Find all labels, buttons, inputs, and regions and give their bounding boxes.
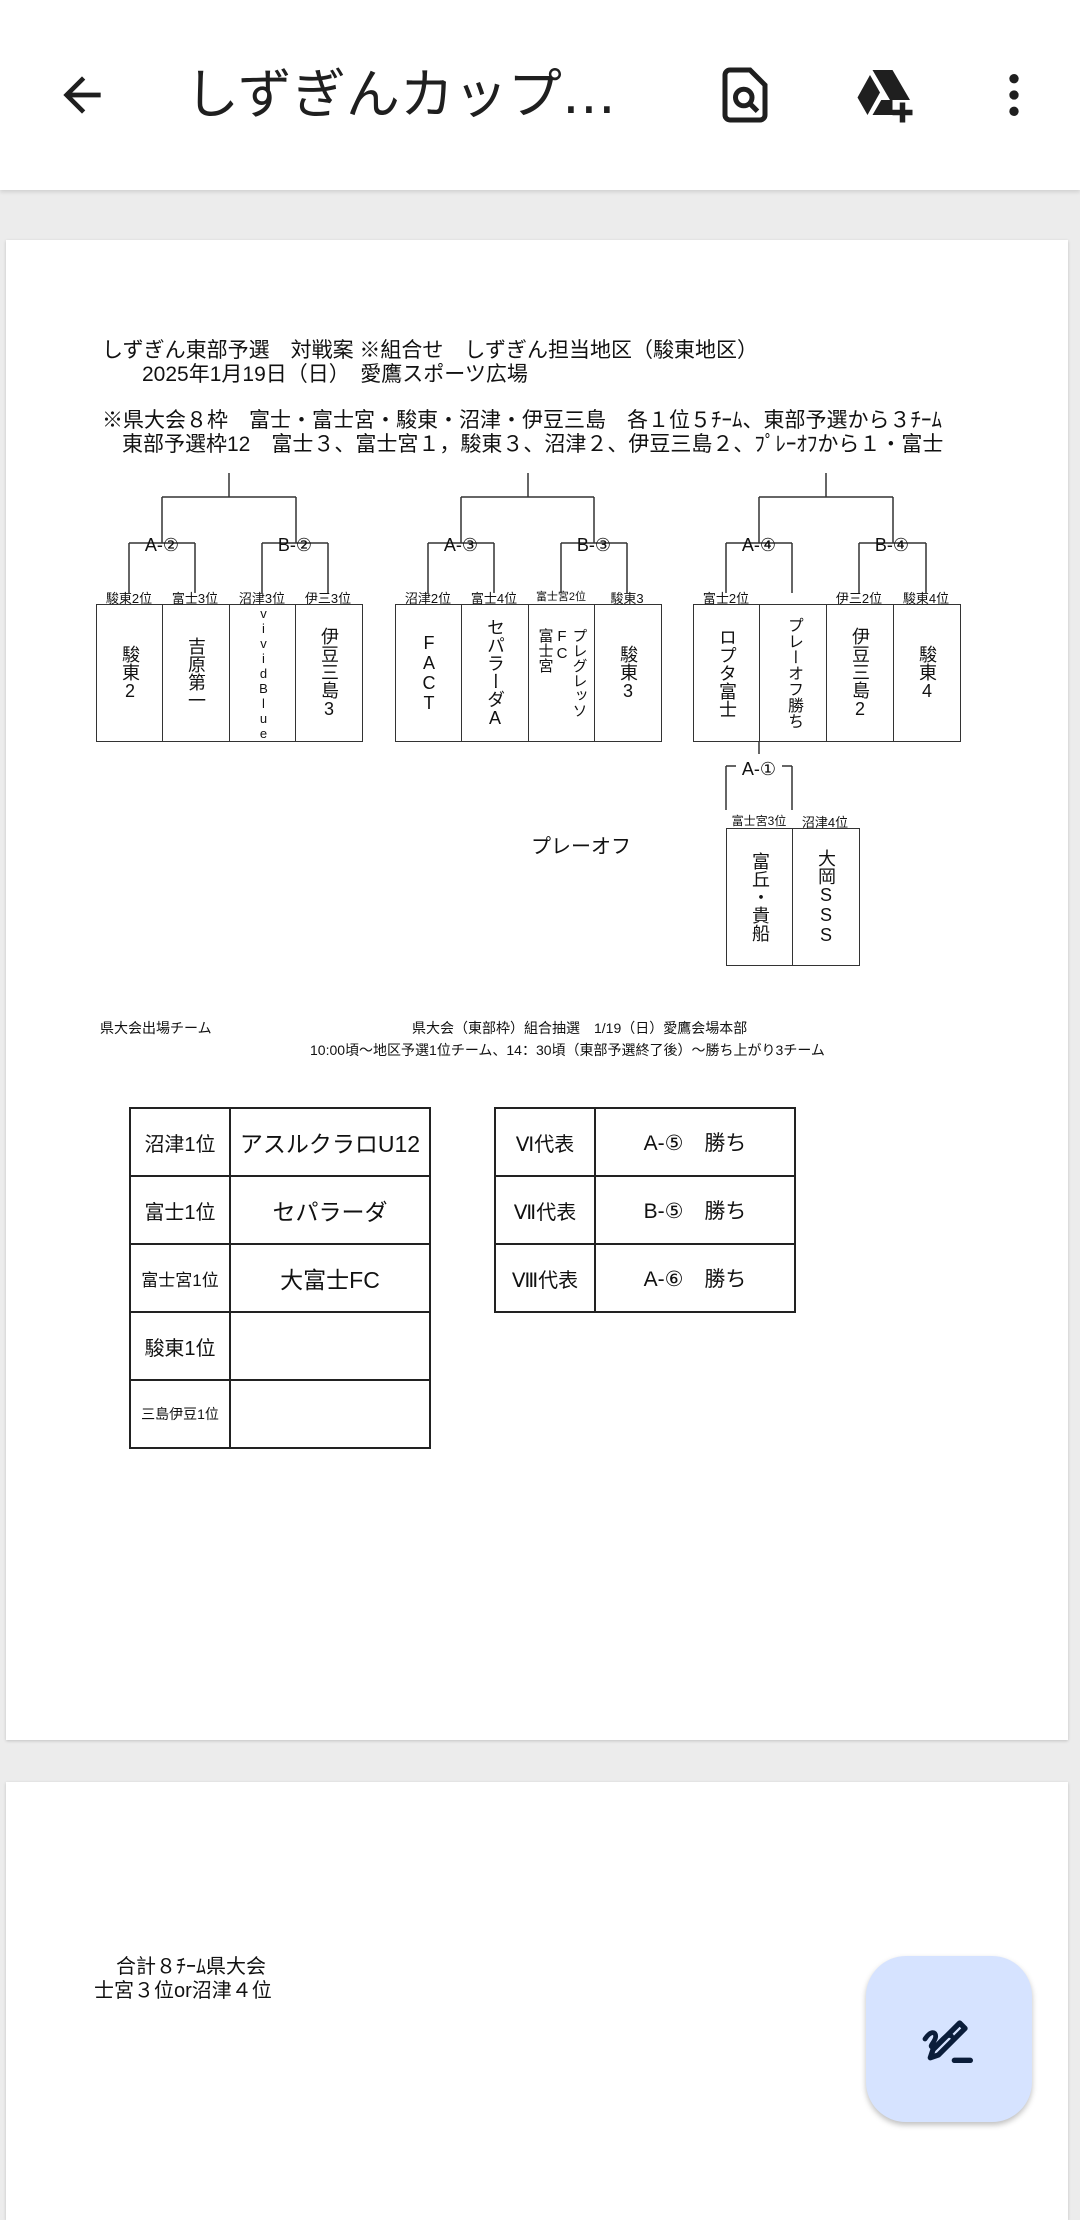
rank-label: 富士4位	[470, 591, 518, 606]
group-a2-label: A-②	[144, 534, 180, 555]
team-cell: 駿東4	[893, 604, 961, 742]
back-arrow-icon	[63, 76, 101, 114]
search-document-icon	[722, 67, 768, 123]
doc-note-line2: 東部予選枠12 富士３、富士宮１，駿東３、沼津２、伊豆三島２、ﾌﾟﾚｰｵﾌから１…	[122, 433, 944, 456]
team-cell: vividBlue	[229, 604, 297, 742]
draw-line2: 10:00頃～地区予選1位チーム、14：30頃（東部予選終了後）～勝ち上がり3チ…	[310, 1042, 825, 1058]
team-cell: 大岡SSS	[792, 828, 860, 966]
doc-note-line1: ※県大会８枠 富士・富士宮・駿東・沼津・伊豆三島 各１位５ﾁｰﾑ、東部予選から３…	[102, 409, 942, 432]
more-options-button[interactable]	[974, 55, 1054, 135]
team-cell: FACT	[395, 604, 463, 742]
rank-label: 駿東4位	[902, 591, 950, 606]
table-row: 駿東1位	[129, 1311, 431, 1381]
table-row: 沼津1位 アスルクラロU12	[129, 1107, 431, 1177]
rank-label: 沼津4位	[801, 815, 849, 830]
rank-label: 伊三3位	[304, 591, 352, 606]
team-cell: プレーオフ勝ち	[759, 604, 827, 742]
rank-label: 沼津2位	[404, 591, 452, 606]
rank-label: 駿東3	[610, 591, 644, 606]
team-cell: 富丘・貴船	[726, 828, 794, 966]
document-page-1: しずぎん東部予選 対戦案 ※組合せ しずぎん担当地区（駿東地区） 2025年1月…	[6, 240, 1068, 1740]
document-title: しずぎんカップ東...	[185, 65, 665, 125]
table-row: Ⅷ代表 A-⑥ 勝ち	[494, 1243, 796, 1313]
find-in-document-button[interactable]	[705, 55, 785, 135]
team-cell: ロプタ富士	[693, 604, 761, 742]
drive-add-icon	[857, 70, 913, 123]
doc-header-line2: 2025年1月19日（日） 愛鷹スポーツ広場	[142, 363, 528, 386]
page2-line1: 合計８ﾁｰﾑ県大会	[116, 1956, 266, 1978]
qualified-teams-table: 沼津1位 アスルクラロU12 富士1位 セパラーダ 富士宮1位 大富士FC 駿東…	[129, 1107, 431, 1449]
rank-label: 富士宮2位	[535, 591, 587, 603]
rank-label: 富士3位	[171, 591, 219, 606]
playoff-caption: プレーオフ	[531, 836, 631, 858]
table-row: Ⅵ代表 A-⑤ 勝ち	[494, 1107, 796, 1177]
table-row: 富士宮1位 大富士FC	[129, 1243, 431, 1313]
rank-label: 伊三2位	[835, 591, 883, 606]
group-b3-label: B-③	[576, 534, 612, 555]
team-cell: 駿東3	[594, 604, 662, 742]
back-button[interactable]	[42, 55, 122, 135]
team-cell: プレグレッソ FC 富士宮	[528, 604, 596, 742]
rank-label: 沼津3位	[238, 591, 286, 606]
playoff-group-label: A-①	[736, 754, 782, 784]
team-cell: 伊豆三島2	[826, 604, 894, 742]
team-cell: 吉原第一	[162, 604, 230, 742]
rank-label: 駿東2位	[105, 591, 153, 606]
doc-header-line1: しずぎん東部予選 対戦案 ※組合せ しずぎん担当地区（駿東地区）	[102, 339, 758, 362]
representatives-table: Ⅵ代表 A-⑤ 勝ち Ⅶ代表 B-⑤ 勝ち Ⅷ代表 A-⑥ 勝ち	[494, 1107, 796, 1313]
team-cell: セパラーダA	[461, 604, 529, 742]
team-cell: 伊豆三島3	[295, 604, 363, 742]
rank-label: 富士宮3位	[731, 814, 787, 828]
edit-pen-icon	[922, 2020, 973, 2063]
rank-label: 富士2位	[702, 591, 750, 606]
table-row: 三島伊豆1位	[129, 1379, 431, 1449]
page2-line2: 士宮３位or沼津４位	[94, 1980, 272, 2002]
draw-line1: 県大会（東部枠）組合抽選 1/19（日）愛鷹会場本部	[412, 1020, 748, 1036]
table-row: Ⅶ代表 B-⑤ 勝ち	[494, 1175, 796, 1245]
edit-fab-button[interactable]	[866, 1956, 1032, 2122]
table-row: 富士1位 セパラーダ	[129, 1175, 431, 1245]
group-b2-label: B-②	[277, 534, 313, 555]
more-vert-icon	[1009, 74, 1019, 116]
group-a3-label: A-③	[443, 534, 479, 555]
group-b4-label: B-④	[874, 534, 910, 555]
team-cell: 駿東2	[96, 604, 164, 742]
app-bar: しずぎんカップ東...	[0, 0, 1080, 190]
group-a4-label: A-④	[741, 534, 777, 555]
pref-caption: 県大会出場チーム	[100, 1020, 212, 1036]
add-to-drive-button[interactable]	[845, 55, 925, 135]
